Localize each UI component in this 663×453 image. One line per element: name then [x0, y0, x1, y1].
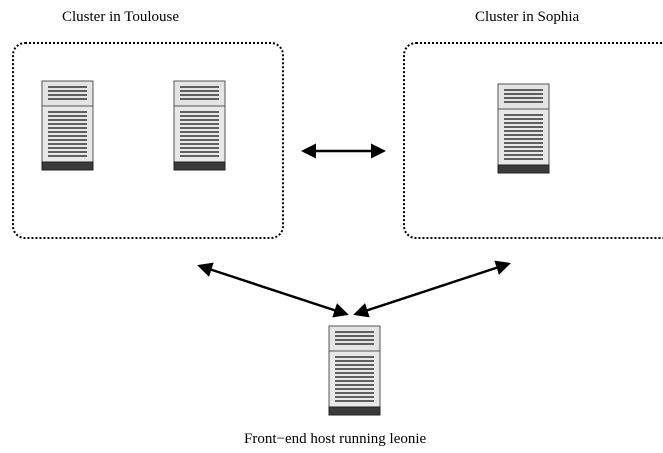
toulouse-frontend-arrow — [197, 262, 349, 318]
server-icon — [328, 325, 381, 416]
server-icon — [497, 83, 550, 174]
frontend-host-label: Front−end host running leonie — [244, 431, 427, 447]
cluster-sophia-label: Cluster in Sophia — [475, 9, 580, 25]
sophia-frontend-arrow — [353, 260, 511, 318]
server-icon — [173, 80, 226, 171]
cluster-sophia-box — [403, 42, 663, 239]
cluster-toulouse-box — [12, 42, 284, 239]
server-icon — [41, 80, 94, 171]
cluster-toulouse-label: Cluster in Toulouse — [62, 9, 180, 25]
